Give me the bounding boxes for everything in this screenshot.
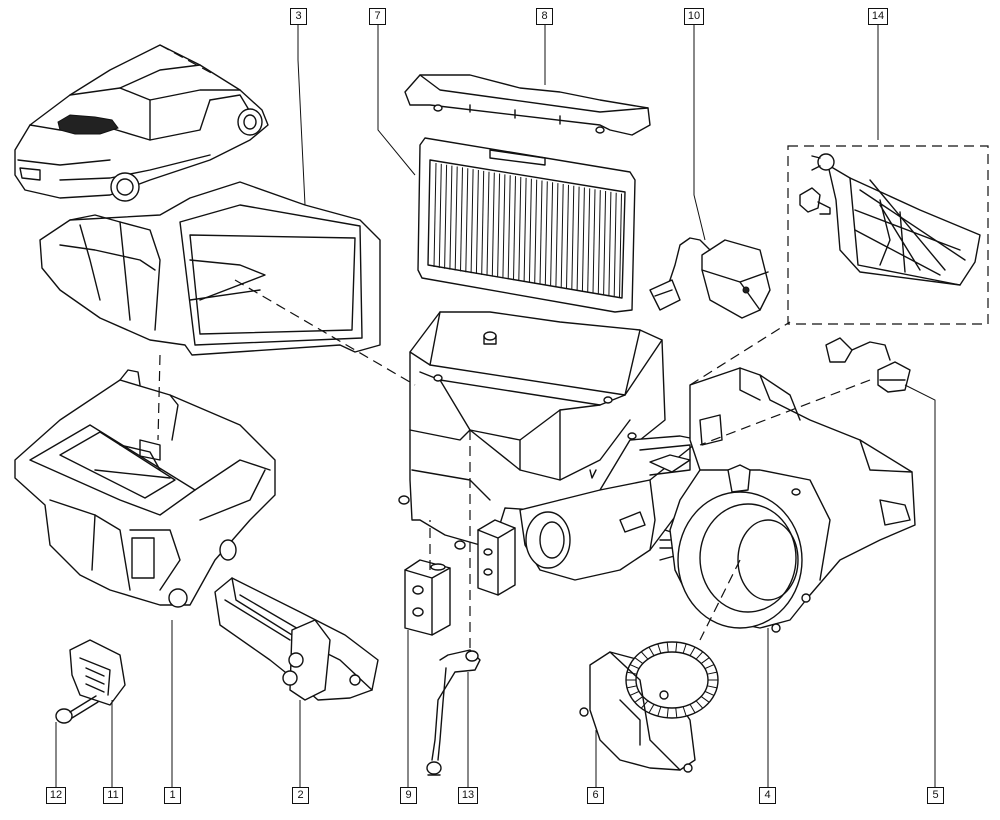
callout-5: 5 — [927, 787, 944, 804]
callout-14: 14 — [868, 8, 888, 25]
fan-blade — [675, 642, 678, 653]
callout-4: 4 — [759, 787, 776, 804]
evaporator-fin — [491, 172, 495, 277]
blower-connecting-duct — [519, 435, 721, 581]
evaporator-fin — [619, 193, 622, 298]
fan-blade — [695, 700, 704, 709]
fan-blade — [704, 664, 715, 670]
evaporator-fin — [518, 176, 522, 281]
evaporator-fin — [608, 191, 612, 296]
evaporator-fin — [486, 171, 490, 276]
part-2-heater-matrix — [214, 577, 379, 701]
fan-blade — [634, 657, 644, 664]
evaporator-fin — [513, 176, 516, 281]
fan-blade — [695, 651, 704, 660]
callout-7: 7 — [369, 8, 386, 25]
assembly-guide-lines — [157, 44, 871, 650]
fan-blade — [675, 707, 678, 718]
callout-13: 13 — [458, 787, 478, 804]
evaporator-fin — [470, 169, 474, 274]
part-1-heater-housing — [14, 369, 276, 608]
evaporator-fin — [544, 181, 548, 286]
evaporator-fin — [576, 186, 580, 291]
part-10-flap-actuator — [649, 237, 771, 319]
evaporator-fin — [433, 162, 437, 267]
evaporator-fin — [444, 164, 448, 269]
part-5-wiring-connector — [825, 337, 911, 393]
callout-leader-lines — [55, 24, 936, 788]
callout-8: 8 — [536, 8, 553, 25]
fan-blade — [626, 685, 637, 689]
evaporator-fin — [465, 168, 469, 273]
fan-blade — [629, 690, 640, 696]
evaporator-fin — [539, 180, 543, 285]
evaporator-fin — [613, 192, 617, 297]
evaporator-fin — [550, 182, 554, 287]
callout-11: 11 — [103, 787, 123, 804]
fan-blade — [629, 664, 640, 670]
fan-blade — [707, 685, 718, 689]
fan-blade — [657, 706, 662, 717]
fan-blade — [682, 706, 687, 717]
part-13-refrigerant-pipe — [426, 649, 481, 776]
evaporator-fin — [560, 183, 564, 288]
fan-blade — [700, 696, 710, 703]
evaporator-fin — [497, 173, 501, 278]
fan-blade — [707, 671, 718, 675]
fan-blade — [682, 643, 687, 654]
evaporator-fin — [555, 183, 559, 288]
fan-blade — [689, 703, 696, 714]
part-14-flap-assembly — [787, 145, 989, 325]
evaporator-fin — [587, 188, 591, 293]
part-3-air-intake-duct — [39, 181, 381, 356]
part-7-evaporator — [417, 137, 636, 313]
part-12-screw — [55, 695, 99, 724]
callout-3: 3 — [290, 8, 307, 25]
part-6-blower-motor — [579, 641, 719, 773]
evaporator-fin — [528, 178, 532, 283]
evaporator-fin — [597, 190, 601, 295]
vehicle-location-illustration — [14, 44, 269, 202]
evaporator-fin — [581, 187, 585, 292]
evaporator-fin — [603, 190, 607, 295]
evaporator-fin — [566, 184, 569, 289]
fan-blade — [689, 646, 696, 657]
evaporator-fin — [449, 165, 453, 270]
evaporator-fin — [481, 170, 485, 275]
evaporator-fin — [454, 166, 458, 271]
evaporator-fin — [507, 175, 511, 280]
fan-blade — [666, 642, 669, 653]
fan-blade — [648, 703, 655, 714]
fan-blade — [666, 707, 669, 718]
evaporator-fin — [502, 174, 506, 279]
callout-9: 9 — [400, 787, 417, 804]
callout-1: 1 — [164, 787, 181, 804]
evaporator-fin — [592, 189, 596, 294]
evaporator-fin — [460, 167, 463, 272]
fan-blade — [648, 646, 655, 657]
evaporator-fin — [475, 169, 479, 274]
fan-blade — [704, 690, 715, 696]
fan-blade — [657, 643, 662, 654]
callout-6: 6 — [587, 787, 604, 804]
evaporator-fin — [534, 179, 538, 284]
part-9-expansion-valve — [404, 559, 451, 636]
evaporator-fin — [571, 185, 575, 290]
part-11-resistor-module — [69, 639, 126, 706]
evaporator-fin — [438, 163, 442, 268]
callout-12: 12 — [46, 787, 66, 804]
evaporator-fin — [523, 177, 527, 282]
callout-2: 2 — [292, 787, 309, 804]
valve-block — [477, 519, 516, 596]
part-4-blower-housing — [669, 367, 916, 633]
callout-10: 10 — [684, 8, 704, 25]
part-8-top-cover — [404, 74, 651, 136]
fan-blade — [634, 696, 644, 703]
fan-blade — [640, 651, 649, 660]
fan-blade — [700, 657, 710, 664]
